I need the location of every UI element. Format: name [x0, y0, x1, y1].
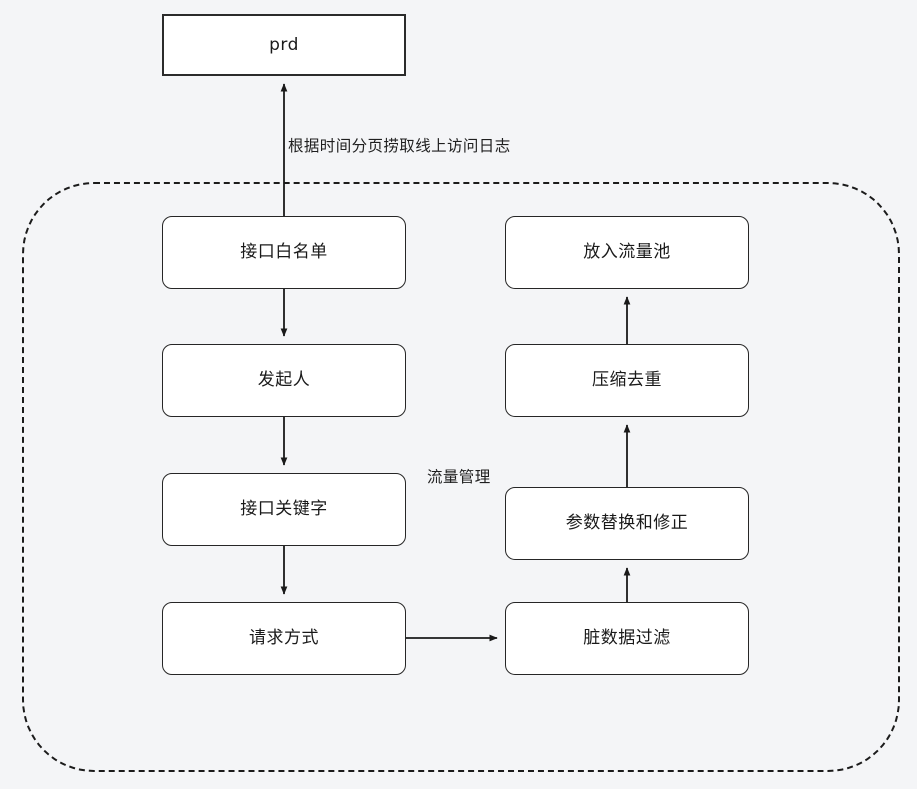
traffic-management-group-label: 流量管理	[427, 468, 491, 486]
node-request-method[interactable]: 请求方式	[162, 602, 406, 675]
node-dirty-data-filter[interactable]: 脏数据过滤	[505, 602, 749, 675]
node-initiator[interactable]: 发起人	[162, 344, 406, 417]
node-put-into-traffic-pool[interactable]: 放入流量池	[505, 216, 749, 289]
node-api-whitelist[interactable]: 接口白名单	[162, 216, 406, 289]
traffic-management-group-box	[22, 182, 900, 772]
node-prd[interactable]: prd	[162, 14, 406, 76]
node-api-keyword[interactable]: 接口关键字	[162, 473, 406, 546]
edge-label-fetch-online-access-log: 根据时间分页捞取线上访问日志	[288, 137, 511, 155]
node-compress-dedupe[interactable]: 压缩去重	[505, 344, 749, 417]
node-param-replace-fix[interactable]: 参数替换和修正	[505, 487, 749, 560]
